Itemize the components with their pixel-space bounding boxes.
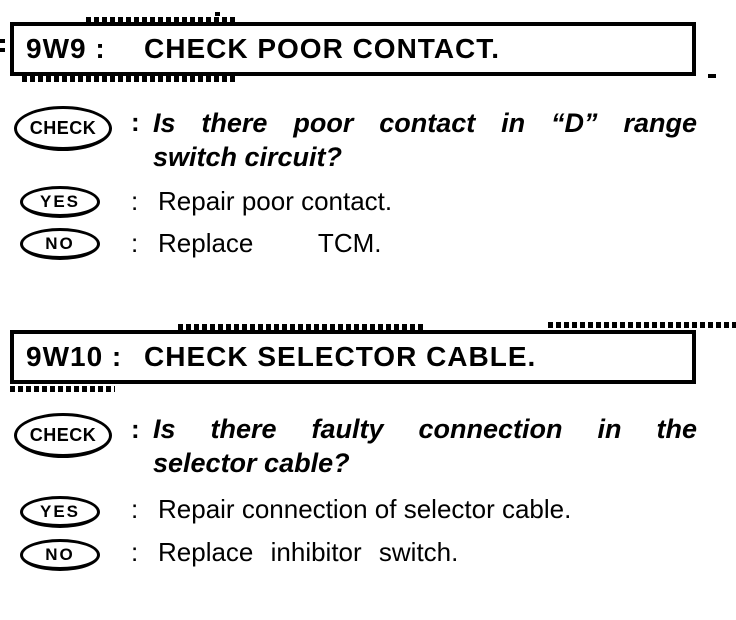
step-title: CHECK POOR CONTACT.: [144, 33, 501, 64]
step-title: CHECK SELECTOR CABLE.: [144, 341, 537, 372]
check-question: Is there faulty connection in the select…: [153, 412, 697, 480]
scan-artifact: [708, 74, 716, 78]
separator-colon: :: [131, 494, 139, 524]
scan-artifact: [548, 322, 736, 328]
yes-action: Repair connection of selector cable.: [158, 494, 572, 524]
separator-colon: :: [131, 107, 140, 137]
check-question-line2: switch circuit?: [153, 142, 343, 172]
no-action: Replace TCM.: [158, 228, 382, 258]
scan-artifact: [178, 324, 423, 330]
no-badge: NO: [20, 228, 100, 260]
yes-badge-label: YES: [39, 192, 81, 211]
check-badge-label: CHECK: [29, 425, 97, 445]
separator-colon: :: [131, 414, 140, 444]
scan-artifact: [215, 12, 220, 16]
no-action: Replace inhibitor switch.: [158, 537, 459, 567]
scan-artifact: [0, 48, 5, 52]
yes-badge: YES: [20, 186, 100, 218]
yes-action: Repair poor contact.: [158, 186, 393, 216]
check-question-line1: Is there faulty connection in the: [153, 414, 697, 444]
scan-artifact: [22, 76, 237, 82]
scan-artifact: [0, 39, 5, 43]
check-badge: CHECK: [14, 106, 112, 151]
check-question-line2: selector cable?: [153, 448, 350, 478]
step-header: 9W10 : CHECK SELECTOR CABLE.: [10, 330, 696, 384]
no-badge-label: NO: [45, 545, 75, 564]
check-question: Is there poor contact in “D” range switc…: [153, 106, 697, 174]
separator-colon: :: [131, 537, 139, 567]
scan-artifact: [10, 386, 115, 392]
step-header: 9W9 : CHECK POOR CONTACT.: [10, 22, 696, 76]
separator-colon: :: [131, 186, 139, 216]
check-badge-label: CHECK: [29, 118, 97, 138]
check-question-line1: Is there poor contact in “D” range: [153, 108, 697, 138]
separator-colon: :: [131, 228, 139, 258]
step-id: 9W9 :: [26, 33, 106, 64]
yes-badge-label: YES: [39, 502, 81, 521]
check-badge: CHECK: [14, 413, 112, 458]
no-badge: NO: [20, 539, 100, 571]
yes-badge: YES: [20, 496, 100, 528]
step-id: 9W10 :: [26, 341, 123, 372]
scan-artifact: [86, 17, 236, 23]
no-badge-label: NO: [45, 234, 75, 253]
